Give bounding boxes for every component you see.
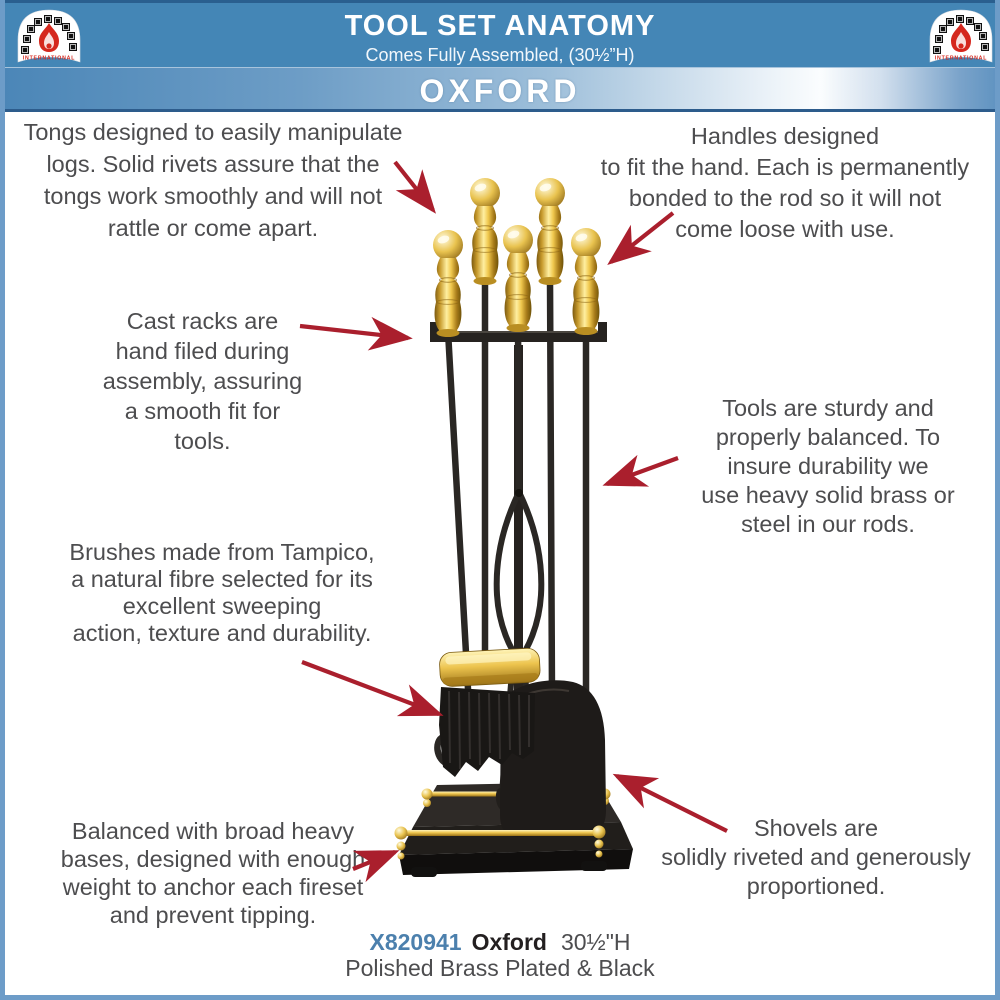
callout-line: insure durability we	[727, 453, 929, 479]
model-name: Oxford	[471, 929, 547, 955]
callout-line: Tongs designed to easily manipulate	[23, 119, 403, 145]
callout-line: solidly riveted and generously	[661, 844, 971, 870]
callout-line: bases, designed with enough	[60, 846, 366, 872]
callout-rods: Tools are sturdy and properly balanced. …	[658, 394, 995, 539]
logo-arch-squares	[21, 15, 77, 54]
product-name: OXFORD	[419, 73, 581, 109]
caption-line-2: Polished Brass Plated & Black	[345, 955, 655, 981]
header-band: TOOL SET ANATOMY Comes Fully Assembled, …	[5, 0, 995, 67]
callout-brushes: Brushes made from Tampico, a natural fib…	[33, 539, 411, 647]
brush-brass-cap	[439, 647, 541, 687]
callout-line: weight to anchor each fireset	[62, 874, 364, 900]
brush	[439, 647, 541, 777]
callout-line: use heavy solid brass or	[701, 482, 955, 508]
callout-line: assembly, assuring	[102, 368, 303, 394]
logo-caption: INTERNATIONAL	[23, 56, 75, 62]
callout-line: proportioned.	[746, 873, 886, 899]
tool-set-product-image	[394, 177, 633, 877]
callout-shovels: Shovels are solidly riveted and generous…	[633, 814, 995, 901]
callout-line: action, texture and durability.	[72, 620, 372, 646]
callout-cast-racks: Cast racks are hand filed during assembl…	[95, 306, 310, 456]
callout-line: bonded to the rod so it will not	[628, 185, 942, 211]
callout-line: Brushes made from Tampico,	[69, 539, 375, 565]
callout-line: Balanced with broad heavy	[71, 818, 355, 844]
callout-line: rattle or come apart.	[107, 215, 319, 241]
callout-handles: Handles designed to fit the hand. Each i…	[573, 121, 995, 245]
callout-line: come loose with use.	[675, 216, 895, 242]
callout-line: hand filed during	[115, 338, 290, 364]
product-name-bar: OXFORD	[5, 67, 995, 112]
product-height: 30½"H	[560, 929, 631, 955]
brass-handles	[432, 177, 602, 338]
sku: X820941	[369, 929, 462, 955]
callout-line: tongs work smoothly and will not	[43, 183, 383, 209]
callout-line: excellent sweeping	[122, 593, 322, 619]
brand-logo-icon: INTERNATIONAL	[17, 9, 81, 63]
caption-line-1: X820941 Oxford 30½"H	[5, 929, 995, 955]
page-subtitle: Comes Fully Assembled, (30½”H)	[365, 45, 635, 65]
callout-line: Cast racks are	[126, 308, 279, 334]
callout-bases: Balanced with broad heavy bases, designe…	[17, 817, 409, 929]
tongs-pivot-rivet	[515, 489, 523, 497]
callout-line: a natural fibre selected for its	[71, 566, 373, 592]
callout-line: steel in our rods.	[741, 511, 915, 537]
callout-line: Shovels are	[753, 815, 879, 841]
brand-logo-icon: INTERNATIONAL	[929, 9, 993, 63]
product-caption: X820941 Oxford 30½"H Polished Brass Plated…	[5, 929, 995, 981]
callout-tongs: Tongs designed to easily manipulate logs…	[13, 116, 413, 244]
logo-caption: INTERNATIONAL	[935, 56, 987, 62]
top-rack	[430, 322, 607, 342]
callout-line: logs. Solid rivets assure that the	[46, 151, 380, 177]
callout-line: properly balanced. To	[715, 424, 941, 450]
stand-post	[514, 345, 523, 800]
callout-line: Tools are sturdy and	[722, 395, 934, 421]
callout-line: tools.	[174, 428, 231, 454]
callout-line: to fit the hand. Each is permanently	[600, 154, 970, 180]
flame-icon	[951, 23, 971, 52]
callout-line: and prevent tipping.	[109, 902, 317, 928]
page-title: TOOL SET ANATOMY	[344, 10, 656, 42]
callout-line: a smooth fit for	[124, 398, 281, 424]
flame-icon	[39, 23, 59, 52]
callout-line: Handles designed	[690, 123, 880, 149]
